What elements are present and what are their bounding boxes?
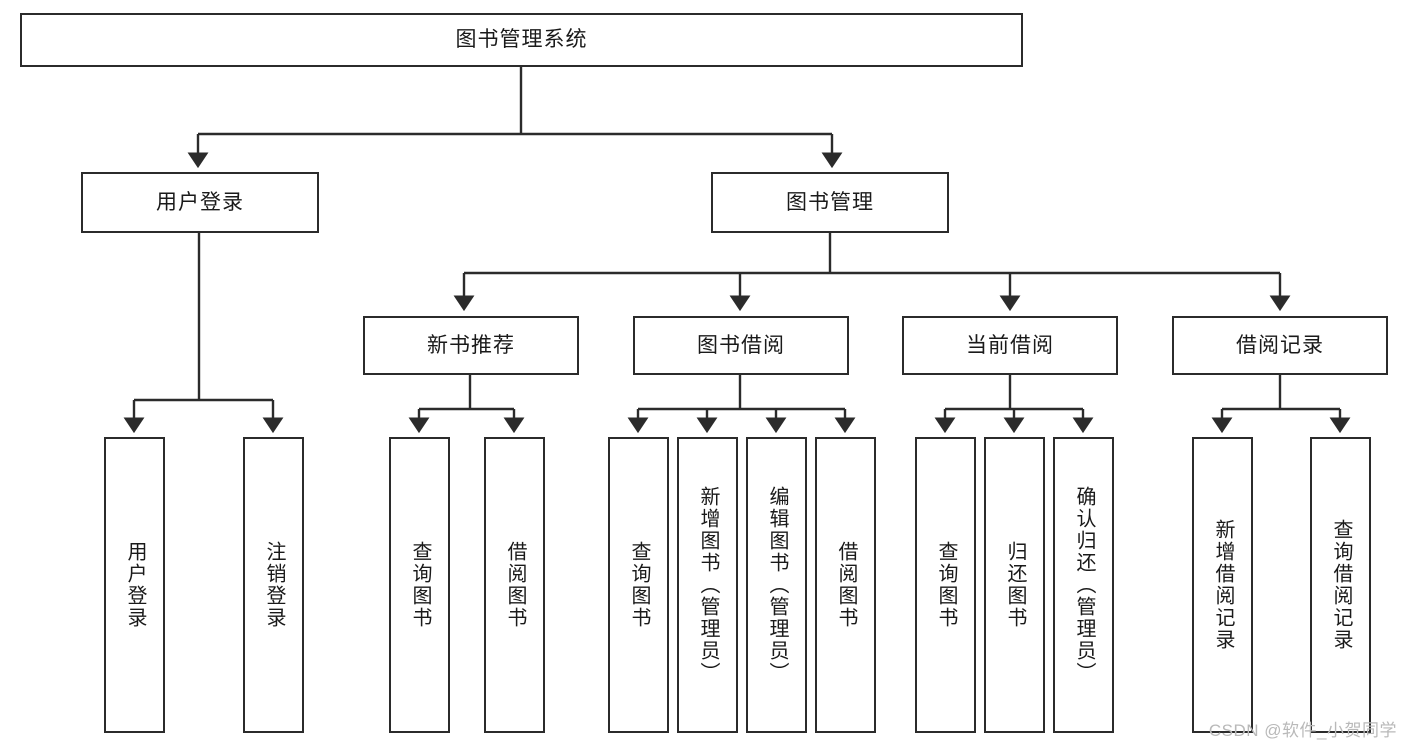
leaf-add-record[interactable]: 新增借阅记录 — [1192, 437, 1253, 733]
leaf-user-login[interactable]: 用户登录 — [104, 437, 165, 733]
node-book-manage[interactable]: 图书管理 — [711, 172, 949, 233]
leaf-logout-label: 注销登录 — [263, 541, 285, 629]
node-user-login-label: 用户登录 — [156, 190, 244, 214]
leaf-confirm-return-label: 确认归还（管理员） — [1073, 486, 1095, 684]
leaf-query-book-3[interactable]: 查询图书 — [915, 437, 976, 733]
leaf-user-login-label: 用户登录 — [124, 541, 146, 629]
leaf-query-book-1[interactable]: 查询图书 — [389, 437, 450, 733]
leaf-borrow-book-1-label: 借阅图书 — [504, 541, 526, 629]
leaf-logout[interactable]: 注销登录 — [243, 437, 304, 733]
node-current-borrow[interactable]: 当前借阅 — [902, 316, 1118, 375]
node-book-borrow[interactable]: 图书借阅 — [633, 316, 849, 375]
leaf-edit-book-label: 编辑图书（管理员） — [766, 486, 788, 684]
node-root[interactable]: 图书管理系统 — [20, 13, 1023, 67]
leaf-query-book-1-label: 查询图书 — [409, 541, 431, 629]
leaf-query-book-2-label: 查询图书 — [628, 541, 650, 629]
leaf-add-book[interactable]: 新增图书（管理员） — [677, 437, 738, 733]
leaf-query-record[interactable]: 查询借阅记录 — [1310, 437, 1371, 733]
leaf-edit-book[interactable]: 编辑图书（管理员） — [746, 437, 807, 733]
leaf-query-book-3-label: 查询图书 — [935, 541, 957, 629]
leaf-add-record-label: 新增借阅记录 — [1212, 519, 1234, 651]
leaf-confirm-return[interactable]: 确认归还（管理员） — [1053, 437, 1114, 733]
node-borrow-record-label: 借阅记录 — [1236, 333, 1324, 357]
node-new-book-rec-label: 新书推荐 — [427, 333, 515, 357]
node-book-manage-label: 图书管理 — [786, 190, 874, 214]
node-new-book-rec[interactable]: 新书推荐 — [363, 316, 579, 375]
node-current-borrow-label: 当前借阅 — [966, 333, 1054, 357]
node-borrow-record[interactable]: 借阅记录 — [1172, 316, 1388, 375]
leaf-query-book-2[interactable]: 查询图书 — [608, 437, 669, 733]
leaf-add-book-label: 新增图书（管理员） — [697, 486, 719, 684]
leaf-borrow-book-1[interactable]: 借阅图书 — [484, 437, 545, 733]
leaf-return-book-label: 归还图书 — [1004, 541, 1026, 629]
node-book-borrow-label: 图书借阅 — [697, 333, 785, 357]
node-root-label: 图书管理系统 — [455, 28, 588, 52]
node-user-login[interactable]: 用户登录 — [81, 172, 319, 233]
leaf-borrow-book-2-label: 借阅图书 — [835, 541, 857, 629]
leaf-return-book[interactable]: 归还图书 — [984, 437, 1045, 733]
watermark: CSDN @软件_小贺同学 — [1208, 721, 1397, 740]
leaf-borrow-book-2[interactable]: 借阅图书 — [815, 437, 876, 733]
leaf-query-record-label: 查询借阅记录 — [1330, 519, 1352, 651]
